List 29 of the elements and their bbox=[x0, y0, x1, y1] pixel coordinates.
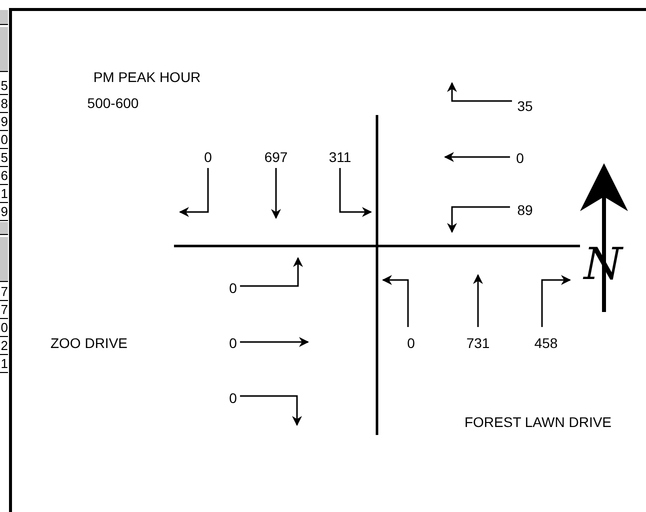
volume-count: 311 bbox=[328, 150, 352, 164]
volume-count: 0 bbox=[407, 336, 415, 350]
table-cell: 7 bbox=[0, 283, 8, 301]
table-cell: 1 bbox=[0, 185, 8, 203]
time-period-label: PM PEAK HOUR bbox=[93, 70, 201, 84]
volume-count: 0 bbox=[516, 151, 524, 165]
volume-count: 697 bbox=[264, 150, 288, 164]
time-range-label: 500-600 bbox=[87, 96, 139, 110]
volume-count: 89 bbox=[517, 203, 533, 217]
street-name: ZOO DRIVE bbox=[50, 336, 128, 350]
volume-count: 35 bbox=[517, 99, 533, 113]
volume-count: 458 bbox=[534, 336, 558, 350]
volume-count: 731 bbox=[466, 336, 490, 350]
table-cell: 0 bbox=[0, 131, 8, 149]
table-cell: 9 bbox=[0, 113, 8, 131]
table-cell: 5 bbox=[0, 149, 8, 167]
street-name: FOREST LAWN DRIVE bbox=[464, 415, 612, 429]
table-cell: 0 bbox=[0, 319, 8, 337]
table-cell: 6 bbox=[0, 167, 8, 185]
table-cell: 2 bbox=[0, 337, 8, 355]
volume-count: 0 bbox=[229, 391, 237, 405]
table-cell: 7 bbox=[0, 301, 8, 319]
table-cell: 9 bbox=[0, 203, 8, 221]
table-cell: 8 bbox=[0, 95, 8, 113]
table-cell: 1 bbox=[0, 355, 8, 373]
table-cell: 5 bbox=[0, 77, 8, 95]
volume-count: 0 bbox=[204, 150, 212, 164]
volume-count: 0 bbox=[229, 336, 237, 350]
volume-count: 0 bbox=[229, 281, 237, 295]
